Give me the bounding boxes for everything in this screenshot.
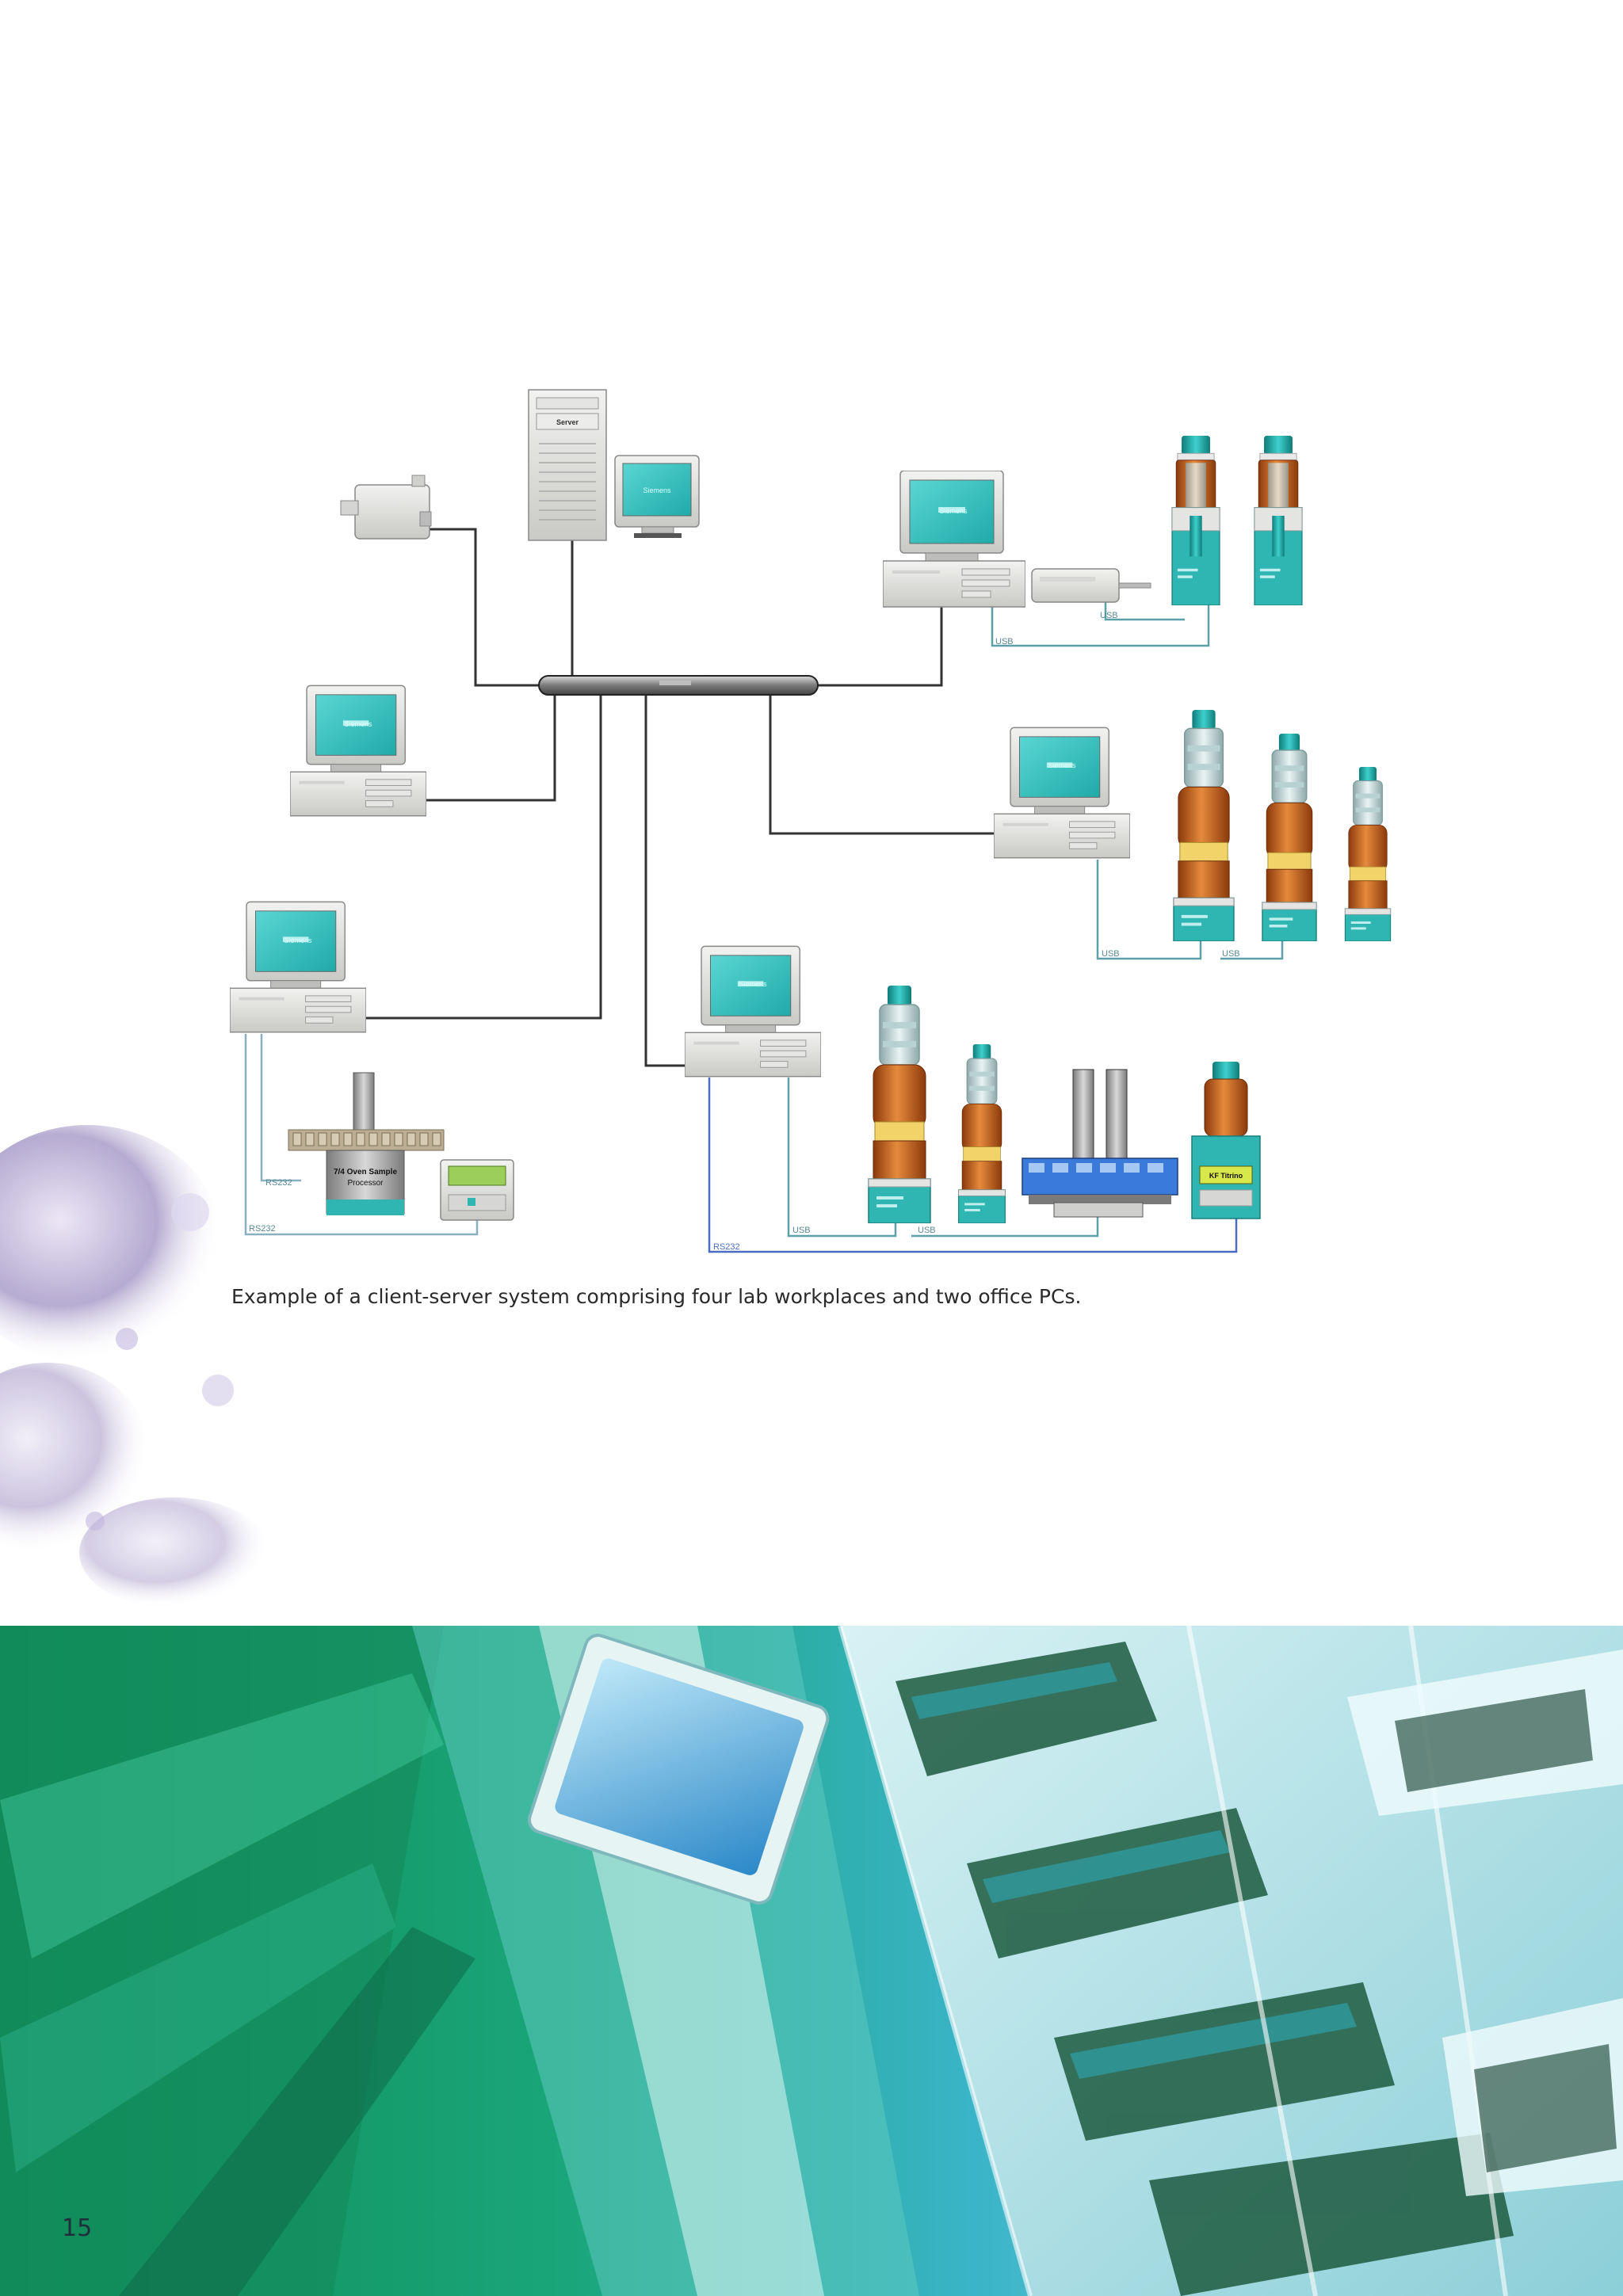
office-pc-1: Siemens [290, 685, 426, 817]
monitor-label: Siemens [1048, 761, 1076, 769]
titrator-unit [1254, 436, 1303, 605]
server-tower: Server [528, 389, 607, 541]
bubble-decoration [0, 1125, 269, 1608]
lab-workstation-1: Siemens [883, 471, 1025, 608]
dosing-unit [1344, 767, 1392, 941]
titrator-unit [1171, 436, 1220, 605]
titrino-label: KF Titrino [1209, 1172, 1243, 1180]
monitor-label: Siemens [284, 936, 312, 944]
usb-label: USB [918, 1226, 936, 1235]
network-printer [340, 475, 432, 540]
lab-workstation-2: Siemens [994, 727, 1130, 859]
rs232-label: RS232 [249, 1224, 276, 1234]
server-monitor: Siemens [614, 455, 700, 538]
client-server-diagram: USB USB USB USB USB USB RS232 RS232 RS23… [0, 389, 1392, 1608]
lab-workstation-4: Siemens [685, 945, 821, 1077]
usb-label: USB [1222, 949, 1240, 959]
processor-label: 7/4 Oven Sample [334, 1168, 397, 1177]
rs232-label: RS232 [265, 1178, 292, 1188]
usb-label: USB [1100, 611, 1118, 620]
usb-label: USB [792, 1226, 811, 1235]
dosing-unit [957, 1044, 1006, 1223]
dosing-unit [868, 986, 931, 1223]
monitor-label: Siemens [739, 980, 767, 988]
server-room-photo [0, 1626, 1623, 2296]
kf-control-unit [440, 1159, 514, 1221]
usb-label: USB [995, 637, 1014, 646]
lab-workstation-3: Siemens [230, 901, 366, 1033]
dosing-unit [1262, 734, 1317, 941]
rs232-cables [244, 1034, 1238, 1253]
network-hub [538, 675, 819, 696]
kf-titrino: KF Titrino [1191, 1062, 1261, 1219]
monitor-label: Siemens [939, 507, 968, 515]
monitor-label: Siemens [344, 720, 372, 728]
oven-sample-processor: 7/4 Oven Sample Processor [288, 1072, 445, 1215]
server-label: Server [556, 418, 579, 426]
figure-caption: Example of a client-server system compri… [231, 1285, 1082, 1308]
processor-label: Processor [347, 1179, 384, 1188]
usb-cables [787, 596, 1284, 1238]
usb-label: USB [1102, 949, 1120, 959]
page-number: 15 [62, 2214, 93, 2242]
balance-printer [1031, 568, 1151, 603]
dosing-unit [1173, 710, 1235, 941]
network-cables [363, 475, 999, 1067]
sample-changer [1022, 1069, 1178, 1218]
monitor-label: Siemens [643, 486, 671, 494]
rs232-label: RS232 [713, 1242, 740, 1252]
